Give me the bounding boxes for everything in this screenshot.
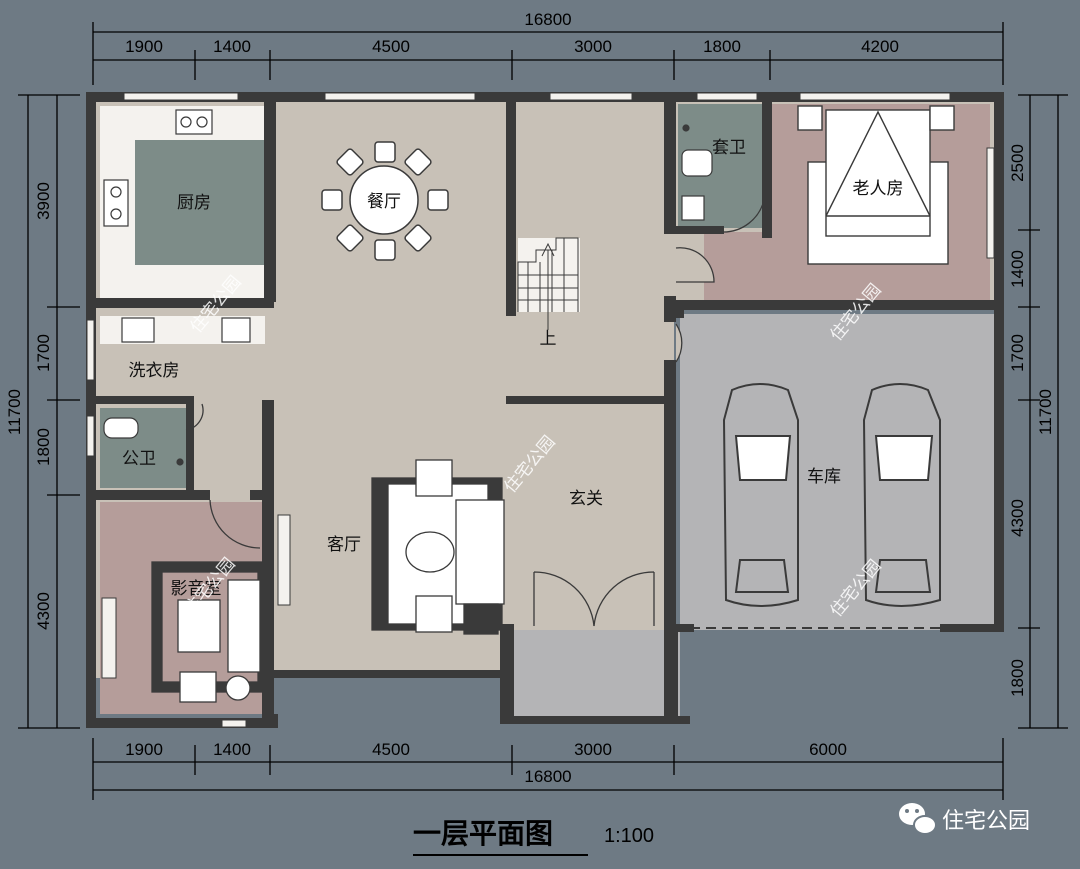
top-dim-4: 3000: [574, 37, 612, 56]
bottom-dim-5: 6000: [809, 740, 847, 759]
cars: [722, 383, 941, 607]
plan-title: 一层平面图: [413, 817, 553, 850]
top-dimensions: [92, 22, 1004, 85]
label-laundry: 洗衣房: [129, 361, 180, 381]
label-living: 客厅: [327, 535, 361, 555]
left-dimensions: [18, 94, 80, 729]
right-dim-2: 1400: [1008, 250, 1027, 288]
left-dim-3: 1800: [34, 428, 53, 466]
logo-text: 住宅公园: [942, 809, 1030, 834]
living-furniture: [371, 459, 505, 635]
right-dimensions: [1018, 94, 1068, 729]
bottom-dim-1: 1900: [125, 740, 163, 759]
kitchen-fixtures: [103, 109, 251, 343]
bottom-dim-4: 3000: [574, 740, 612, 759]
bottom-dimensions: [92, 738, 1004, 800]
left-dim-1: 3900: [34, 182, 53, 220]
dining-table: [321, 141, 449, 261]
windows: [86, 92, 995, 728]
top-dim-1: 1900: [125, 37, 163, 56]
floors: [94, 96, 996, 722]
label-foyer: 玄关: [569, 489, 603, 509]
right-dim-4: 4300: [1008, 499, 1027, 537]
top-dim-2: 1400: [213, 37, 251, 56]
label-garage: 车库: [807, 467, 841, 487]
label-theater: 影音室: [171, 579, 222, 599]
wechat-logo: 住宅公园: [899, 803, 1030, 835]
doors: [185, 199, 765, 627]
bath-fixtures: [103, 124, 713, 466]
left-dim-2: 1700: [34, 334, 53, 372]
top-total-dim: 16800: [524, 10, 571, 29]
top-dim-6: 4200: [861, 37, 899, 56]
theater-furniture: [151, 561, 265, 703]
label-kitchen: 厨房: [177, 193, 211, 213]
right-dim-1: 2500: [1008, 144, 1027, 182]
label-stair-up: 上: [540, 329, 557, 349]
bottom-dim-3: 4500: [372, 740, 410, 759]
bottom-dim-2: 1400: [213, 740, 251, 759]
right-dim-3: 1700: [1008, 334, 1027, 372]
right-total-dim: 11700: [1036, 389, 1055, 435]
label-suite-bath: 套卫: [712, 138, 746, 158]
stairs: [517, 237, 579, 330]
bed: [797, 105, 955, 265]
left-total-dim: 11700: [5, 389, 24, 435]
plan-scale: 1:100: [604, 825, 654, 847]
label-elder-room: 老人房: [853, 179, 904, 199]
top-dim-5: 1800: [703, 37, 741, 56]
label-dining: 餐厅: [367, 192, 401, 212]
bottom-total-dim: 16800: [524, 767, 571, 786]
top-dim-3: 4500: [372, 37, 410, 56]
walls: [86, 92, 1004, 728]
label-public-bath: 公卫: [122, 449, 156, 469]
wechat-icon: [899, 803, 937, 835]
left-dim-4: 4300: [34, 592, 53, 630]
right-dim-5: 1800: [1008, 659, 1027, 697]
